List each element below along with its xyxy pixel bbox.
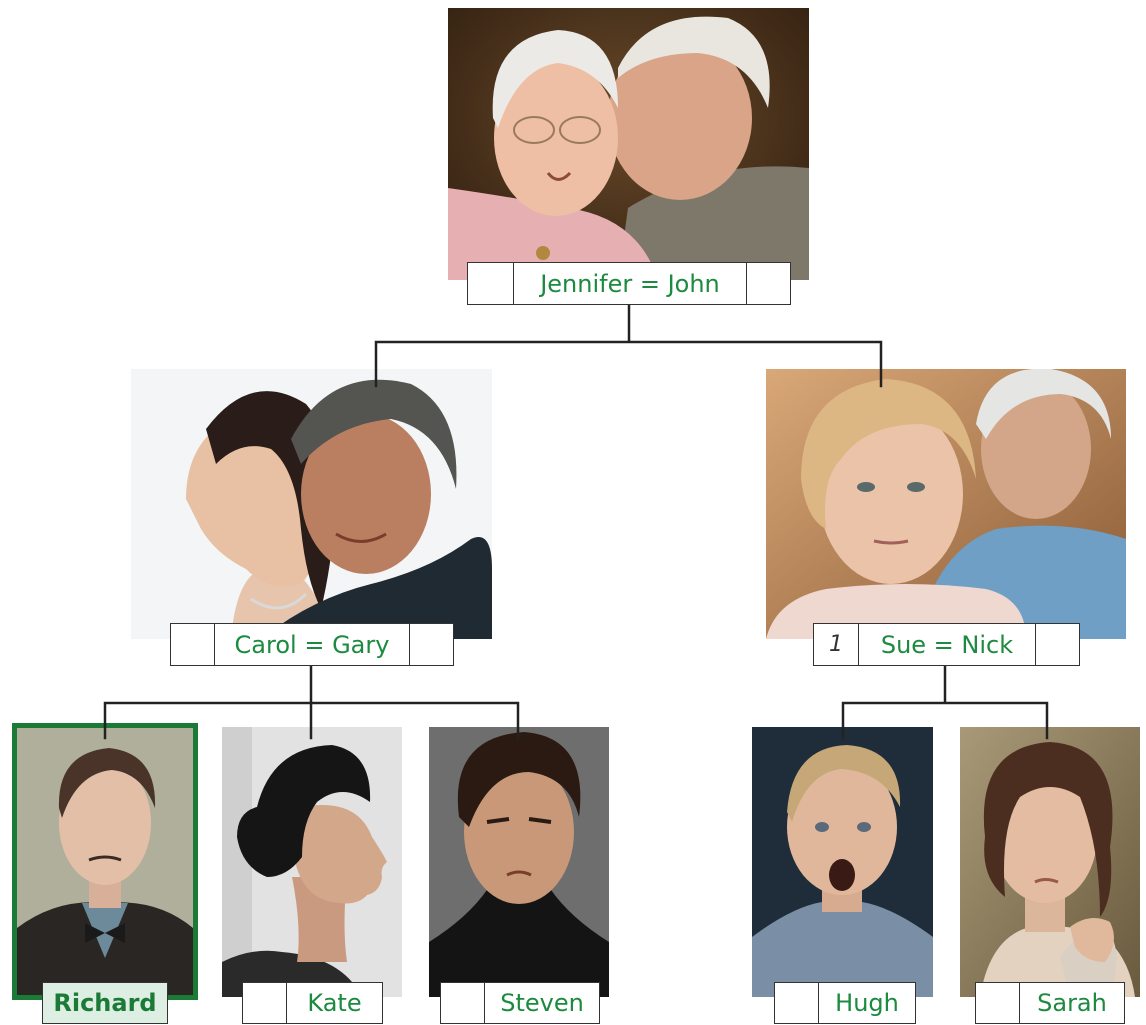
carol-gary-label: Carol = Gary — [170, 623, 454, 666]
grandparents-label: Jennifer = John — [467, 262, 791, 305]
kate-photo — [222, 727, 402, 997]
steven-number-box — [441, 983, 485, 1023]
sue-nick-name: Sue = Nick — [880, 630, 1014, 659]
kate-label: Kate — [242, 982, 383, 1024]
grandparents-photo — [448, 8, 809, 280]
grandparents-name: Jennifer = John — [540, 269, 720, 298]
carol-gary-name: Carol = Gary — [234, 630, 390, 659]
grandparents-number-box — [468, 263, 514, 304]
sue-nick-label: 1 Sue = Nick — [813, 623, 1080, 666]
sarah-number-box — [976, 983, 1020, 1023]
carol-gary-photo — [131, 369, 492, 639]
kate-number-box — [243, 983, 287, 1023]
hugh-name: Hugh — [835, 989, 899, 1017]
richard-photo — [17, 728, 193, 995]
richard-highlight-frame — [12, 723, 198, 1000]
sarah-photo — [960, 727, 1140, 997]
carol-gary-blank-box — [409, 624, 453, 665]
steven-name: Steven — [500, 989, 584, 1017]
sue-nick-photo — [766, 369, 1126, 639]
hugh-photo — [752, 727, 933, 997]
carol-gary-number-box — [171, 624, 215, 665]
sue-nick-blank-box — [1035, 624, 1079, 665]
sarah-label: Sarah — [975, 982, 1125, 1024]
richard-name: Richard — [42, 982, 168, 1024]
steven-photo — [429, 727, 609, 997]
hugh-label: Hugh — [774, 982, 916, 1024]
hugh-number-box — [775, 983, 819, 1023]
kate-name: Kate — [307, 989, 362, 1017]
sarah-name: Sarah — [1037, 989, 1107, 1017]
grandparents-blank-box — [746, 263, 790, 304]
sue-nick-number-box: 1 — [814, 624, 859, 665]
steven-label: Steven — [440, 982, 600, 1024]
